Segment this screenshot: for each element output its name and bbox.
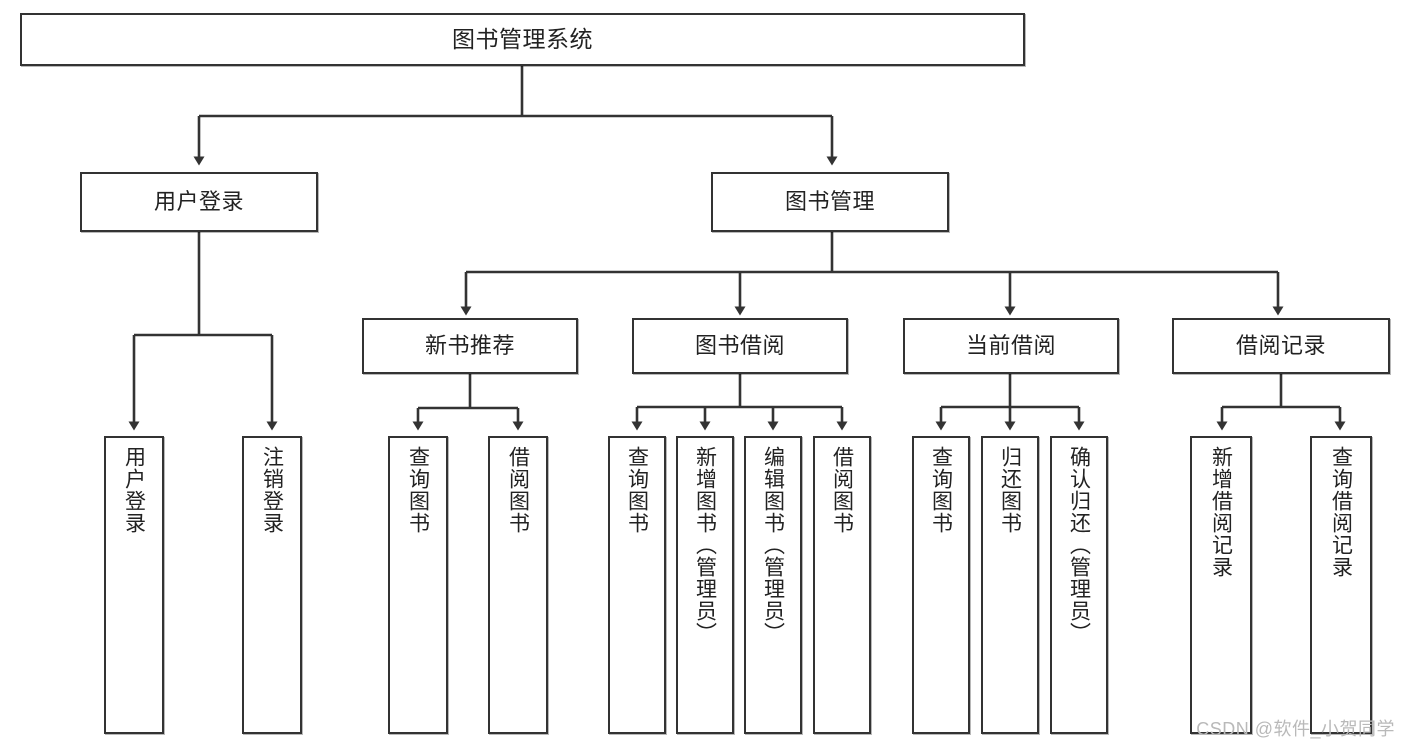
leaf-book-borrow-add-label: 新增图书（管理员） (693, 446, 717, 644)
leaf-current-borrow-query[interactable]: 查询图书 (912, 436, 970, 734)
csdn-watermark: CSDN @软件_小贺同学 (1196, 719, 1395, 739)
node-user-login[interactable]: 用户登录 (80, 172, 318, 232)
leaf-borrow-record-add-label: 新增借阅记录 (1209, 446, 1233, 578)
leaf-current-borrow-query-label: 查询图书 (929, 446, 953, 534)
node-user-login-label: 用户登录 (153, 189, 244, 215)
node-book-borrow[interactable]: 图书借阅 (632, 318, 848, 374)
leaf-borrow-record-add[interactable]: 新增借阅记录 (1190, 436, 1252, 734)
node-current-borrow[interactable]: 当前借阅 (903, 318, 1119, 374)
leaf-user-login-login[interactable]: 用户登录 (104, 436, 164, 734)
node-new-book-recommend[interactable]: 新书推荐 (362, 318, 578, 374)
node-book-management-label: 图书管理 (784, 189, 875, 215)
leaf-current-borrow-return-label: 归还图书 (998, 446, 1022, 534)
leaf-user-login-logout[interactable]: 注销登录 (242, 436, 302, 734)
leaf-book-borrow-add[interactable]: 新增图书（管理员） (676, 436, 734, 734)
node-book-borrow-label: 图书借阅 (694, 333, 785, 359)
node-borrow-record[interactable]: 借阅记录 (1172, 318, 1390, 374)
node-root-label: 图书管理系统 (452, 25, 593, 52)
leaf-current-borrow-confirm-return-label: 确认归还（管理员） (1067, 446, 1091, 644)
leaf-new-book-borrow-label: 借阅图书 (506, 446, 530, 534)
node-borrow-record-label: 借阅记录 (1235, 333, 1326, 359)
leaf-new-book-query-label: 查询图书 (406, 446, 430, 534)
leaf-current-borrow-return[interactable]: 归还图书 (981, 436, 1039, 734)
node-current-borrow-label: 当前借阅 (965, 333, 1056, 359)
node-root-book-management-system[interactable]: 图书管理系统 (20, 13, 1025, 66)
leaf-book-borrow-borrow-label: 借阅图书 (830, 446, 854, 534)
leaf-book-borrow-query[interactable]: 查询图书 (608, 436, 666, 734)
leaf-borrow-record-query[interactable]: 查询借阅记录 (1310, 436, 1372, 734)
leaf-current-borrow-confirm-return[interactable]: 确认归还（管理员） (1050, 436, 1108, 734)
leaf-new-book-query[interactable]: 查询图书 (388, 436, 448, 734)
leaf-borrow-record-query-label: 查询借阅记录 (1329, 446, 1353, 578)
node-new-book-recommend-label: 新书推荐 (424, 333, 515, 359)
leaf-user-login-login-label: 用户登录 (122, 446, 146, 534)
leaf-book-borrow-borrow[interactable]: 借阅图书 (813, 436, 871, 734)
leaf-user-login-logout-label: 注销登录 (260, 446, 284, 534)
leaf-book-borrow-edit-label: 编辑图书（管理员） (761, 446, 785, 644)
leaf-book-borrow-edit[interactable]: 编辑图书（管理员） (744, 436, 802, 734)
node-book-management[interactable]: 图书管理 (711, 172, 949, 232)
leaf-book-borrow-query-label: 查询图书 (625, 446, 649, 534)
leaf-new-book-borrow[interactable]: 借阅图书 (488, 436, 548, 734)
